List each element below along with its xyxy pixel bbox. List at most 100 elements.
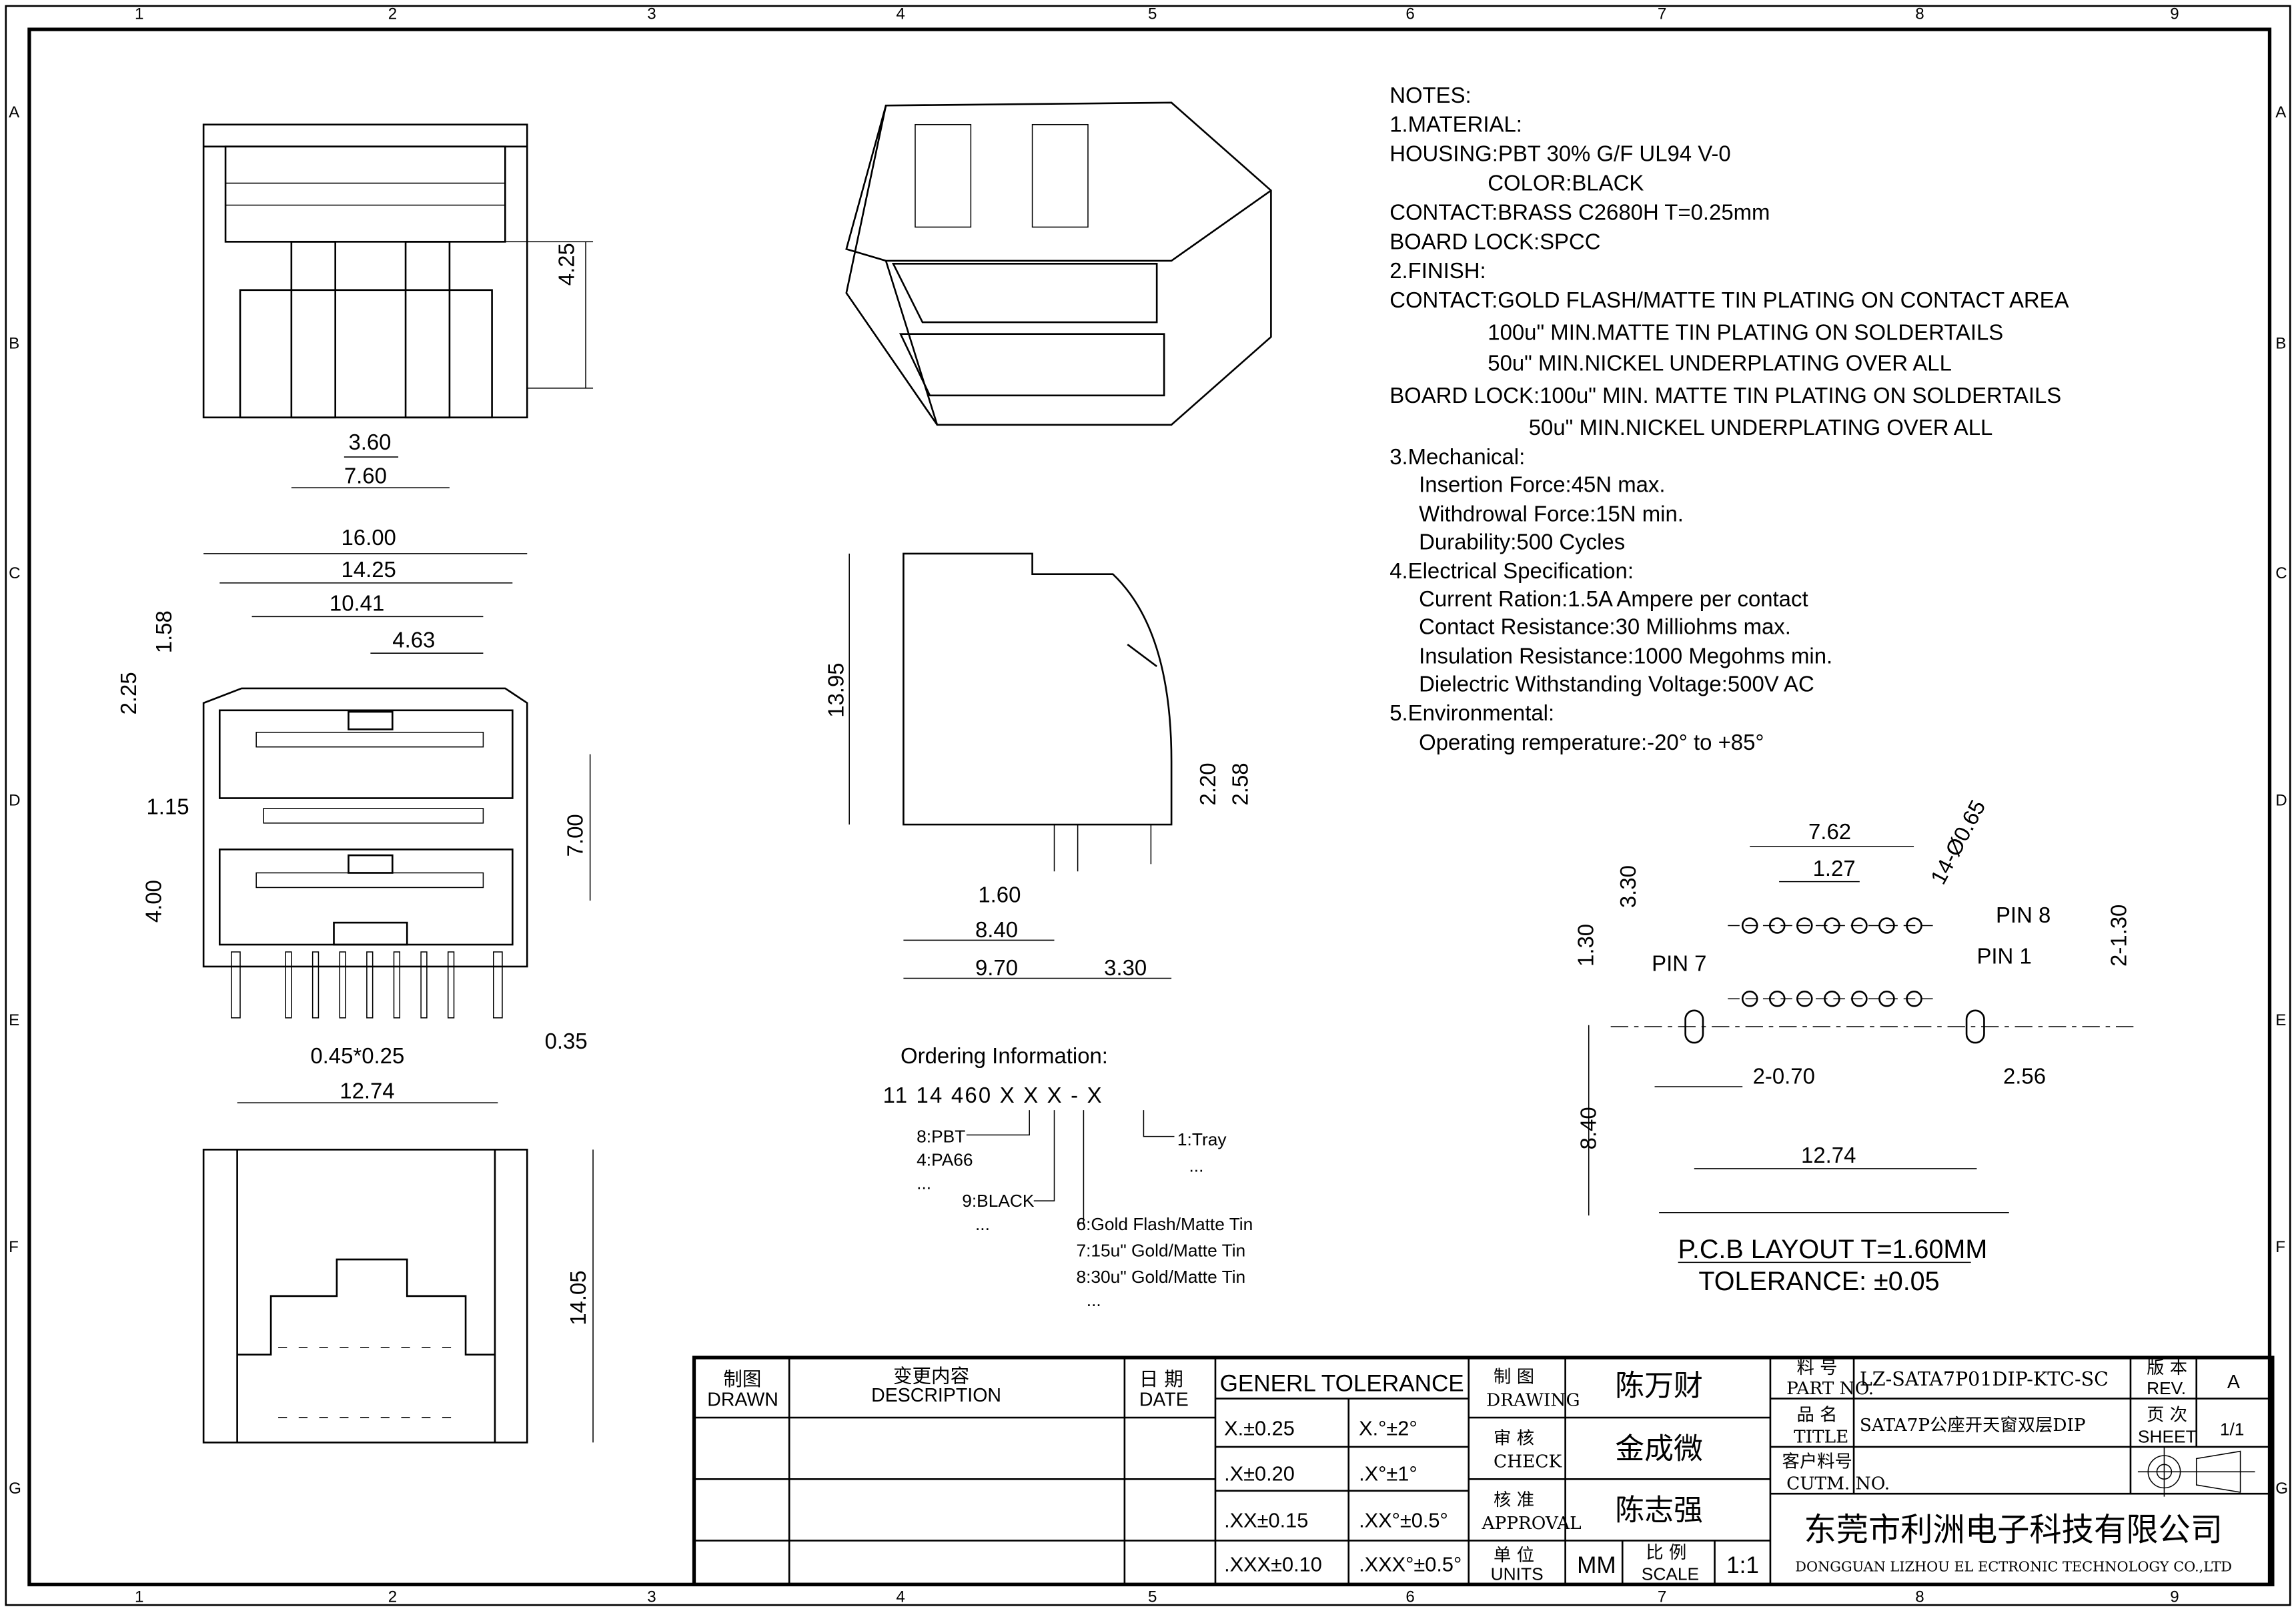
- pin-7-label: PIN 7: [1652, 951, 1706, 976]
- dim-12.74: 12.74: [340, 1079, 394, 1103]
- opt-color-black: 9:BLACK: [962, 1191, 1035, 1211]
- pin: [366, 951, 374, 1019]
- opt-ellipsis: ...: [917, 1173, 931, 1193]
- opt-plating-8: 8:30u" Gold/Matte Tin: [1076, 1267, 1245, 1287]
- note-line: Dielectric Withstanding Voltage:500V AC: [1419, 671, 1814, 696]
- ordering-title: Ordering Information:: [901, 1043, 1108, 1068]
- zone-row-label: G: [9, 1480, 21, 1498]
- description-label: DESCRIPTION: [871, 1385, 1001, 1406]
- zone-col-label: 5: [1148, 1588, 1157, 1606]
- zone-col-label: 8: [1915, 5, 1924, 23]
- note-line: 50u" MIN.NICKEL UNDERPLATING OVER ALL: [1529, 415, 1993, 440]
- units-cn: 单 位: [1494, 1546, 1534, 1566]
- tolerance-title: GENERL TOLERANCE: [1220, 1371, 1464, 1397]
- board-lock: [231, 951, 241, 1019]
- dim-3.30: 3.30: [1104, 955, 1147, 980]
- note-line: Contact Resistance:30 Milliohms max.: [1419, 614, 1791, 639]
- note-line: 2.FINISH:: [1389, 258, 1486, 283]
- dim-0.35: 0.35: [545, 1029, 588, 1053]
- tolerance-angular: .XXX°±0.5°: [1359, 1553, 1462, 1576]
- pcb-hole: [1796, 990, 1813, 1007]
- note-line: COLOR:BLACK: [1488, 171, 1644, 195]
- zone-col-label: 4: [896, 1588, 905, 1606]
- zone-col-label: 2: [388, 5, 397, 23]
- top-view: 4.25 3.60 7.60: [202, 123, 594, 488]
- dim-4.00: 4.00: [141, 880, 165, 923]
- zone-col-label: 7: [1658, 5, 1666, 23]
- zone-col-label: 5: [1148, 5, 1157, 23]
- opt-plating-7: 7:15u" Gold/Matte Tin: [1076, 1241, 1245, 1261]
- dim-4.25: 4.25: [554, 243, 579, 286]
- note-line: 5.Environmental:: [1389, 700, 1554, 725]
- tolerance-linear: X.±0.25: [1224, 1416, 1295, 1440]
- opt-material-pbt: 8:PBT: [917, 1126, 965, 1146]
- isometric-view: [845, 101, 1272, 426]
- check-label: CHECK: [1494, 1452, 1562, 1472]
- pcb-dim-3.30: 3.30: [1616, 865, 1640, 908]
- side-view: 13.95 2.20 2.58 1.60 8.40 9.70 3.30: [823, 552, 1252, 980]
- scale-value: 1:1: [1726, 1552, 1759, 1578]
- approval-label: APPROVAL: [1481, 1514, 1581, 1534]
- check-cn: 审 核: [1494, 1429, 1534, 1449]
- tolerance-linear: .XXX±0.10: [1224, 1553, 1322, 1576]
- pcb-dim-2-0.70: 2-0.70: [1753, 1064, 1815, 1089]
- pcb-dim-1.27: 1.27: [1813, 856, 1856, 881]
- note-line: BOARD LOCK:100u" MIN. MATTE TIN PLATING …: [1389, 383, 2061, 408]
- title-label: TITLE: [1794, 1427, 1848, 1447]
- description-cn: 变更内容: [893, 1365, 969, 1387]
- dim-7.00: 7.00: [563, 814, 588, 857]
- pin: [447, 951, 455, 1019]
- approver-name: 陈志强: [1615, 1494, 1703, 1528]
- dim-13.95: 13.95: [823, 662, 848, 717]
- pcb-dim-7.62: 7.62: [1808, 819, 1851, 844]
- dim-1.60: 1.60: [978, 882, 1021, 907]
- units-value: MM: [1577, 1552, 1616, 1578]
- pcb-dim-2-1.30: 2-1.30: [2106, 905, 2131, 967]
- pin: [339, 951, 346, 1019]
- tolerance-angular: .X°±1°: [1359, 1462, 1417, 1485]
- note-line: 1.MATERIAL:: [1389, 112, 1522, 137]
- zone-row-label: A: [9, 103, 20, 121]
- opt-plating-6: 6:Gold Flash/Matte Tin: [1076, 1214, 1253, 1234]
- pcb-title: P.C.B LAYOUT T=1.60MM: [1678, 1235, 1988, 1264]
- pcb-dim-12.74: 12.74: [1801, 1143, 1856, 1167]
- pcb-dim-hole: 14-Ø0.65: [1925, 796, 1990, 889]
- zone-row-label: A: [2275, 103, 2287, 121]
- note-line: 100u" MIN.MATTE TIN PLATING ON SOLDERTAI…: [1488, 320, 2003, 344]
- note-line: 4.Electrical Specification:: [1389, 558, 1634, 583]
- tolerance-linear: .XX±0.15: [1224, 1509, 1308, 1532]
- zone-col-label: 1: [135, 5, 143, 23]
- dim-3.60: 3.60: [348, 430, 391, 454]
- zone-row-label: C: [9, 564, 20, 582]
- pcb-dim-1.30: 1.30: [1573, 924, 1598, 967]
- zone-col-label: 6: [1405, 5, 1414, 23]
- zone-col-label: 8: [1915, 1588, 1924, 1606]
- note-line: Current Ration:1.5A Ampere per contact: [1419, 586, 1808, 611]
- note-line: Insulation Resistance:1000 Megohms min.: [1419, 644, 1832, 668]
- sheet-value: 1/1: [2220, 1419, 2245, 1439]
- zone-col-label: 9: [2170, 5, 2179, 23]
- drawn-label: DRAWN: [707, 1390, 778, 1411]
- dim-14.25: 14.25: [341, 557, 396, 582]
- scale-cn: 比 例: [1646, 1543, 1686, 1563]
- opt-ellipsis: ...: [1087, 1290, 1101, 1310]
- pin: [420, 951, 428, 1019]
- note-line: Operating remperature:-20° to +85°: [1419, 730, 1764, 754]
- pin-1-label: PIN 1: [1976, 944, 2031, 969]
- zone-row-label: E: [2275, 1011, 2286, 1029]
- opt-ellipsis: ...: [975, 1214, 990, 1234]
- units-label: UNITS: [1491, 1564, 1544, 1584]
- zone-col-label: 6: [1405, 1588, 1414, 1606]
- title-block: 制图 DRAWN 变更内容 DESCRIPTION 日 期 DATE GENER…: [692, 1356, 2275, 1586]
- pin: [312, 951, 320, 1019]
- note-line: HOUSING:PBT 30% G/F UL94 V-0: [1389, 141, 1730, 166]
- zone-col-label: 7: [1658, 1588, 1666, 1606]
- pcb-layout: 7.62 1.27 14-Ø0.65 3.30 1.30 2-1.30 2-0.…: [1573, 796, 2138, 1296]
- dim-2.20: 2.20: [1195, 762, 1220, 805]
- dim-9.70: 9.70: [975, 955, 1018, 980]
- note-line: 50u" MIN.NICKEL UNDERPLATING OVER ALL: [1488, 351, 1952, 376]
- zone-row-label: C: [2275, 564, 2287, 582]
- dim-0.45x0.25: 0.45*0.25: [310, 1043, 404, 1068]
- drawn-cn: 制图: [723, 1368, 761, 1390]
